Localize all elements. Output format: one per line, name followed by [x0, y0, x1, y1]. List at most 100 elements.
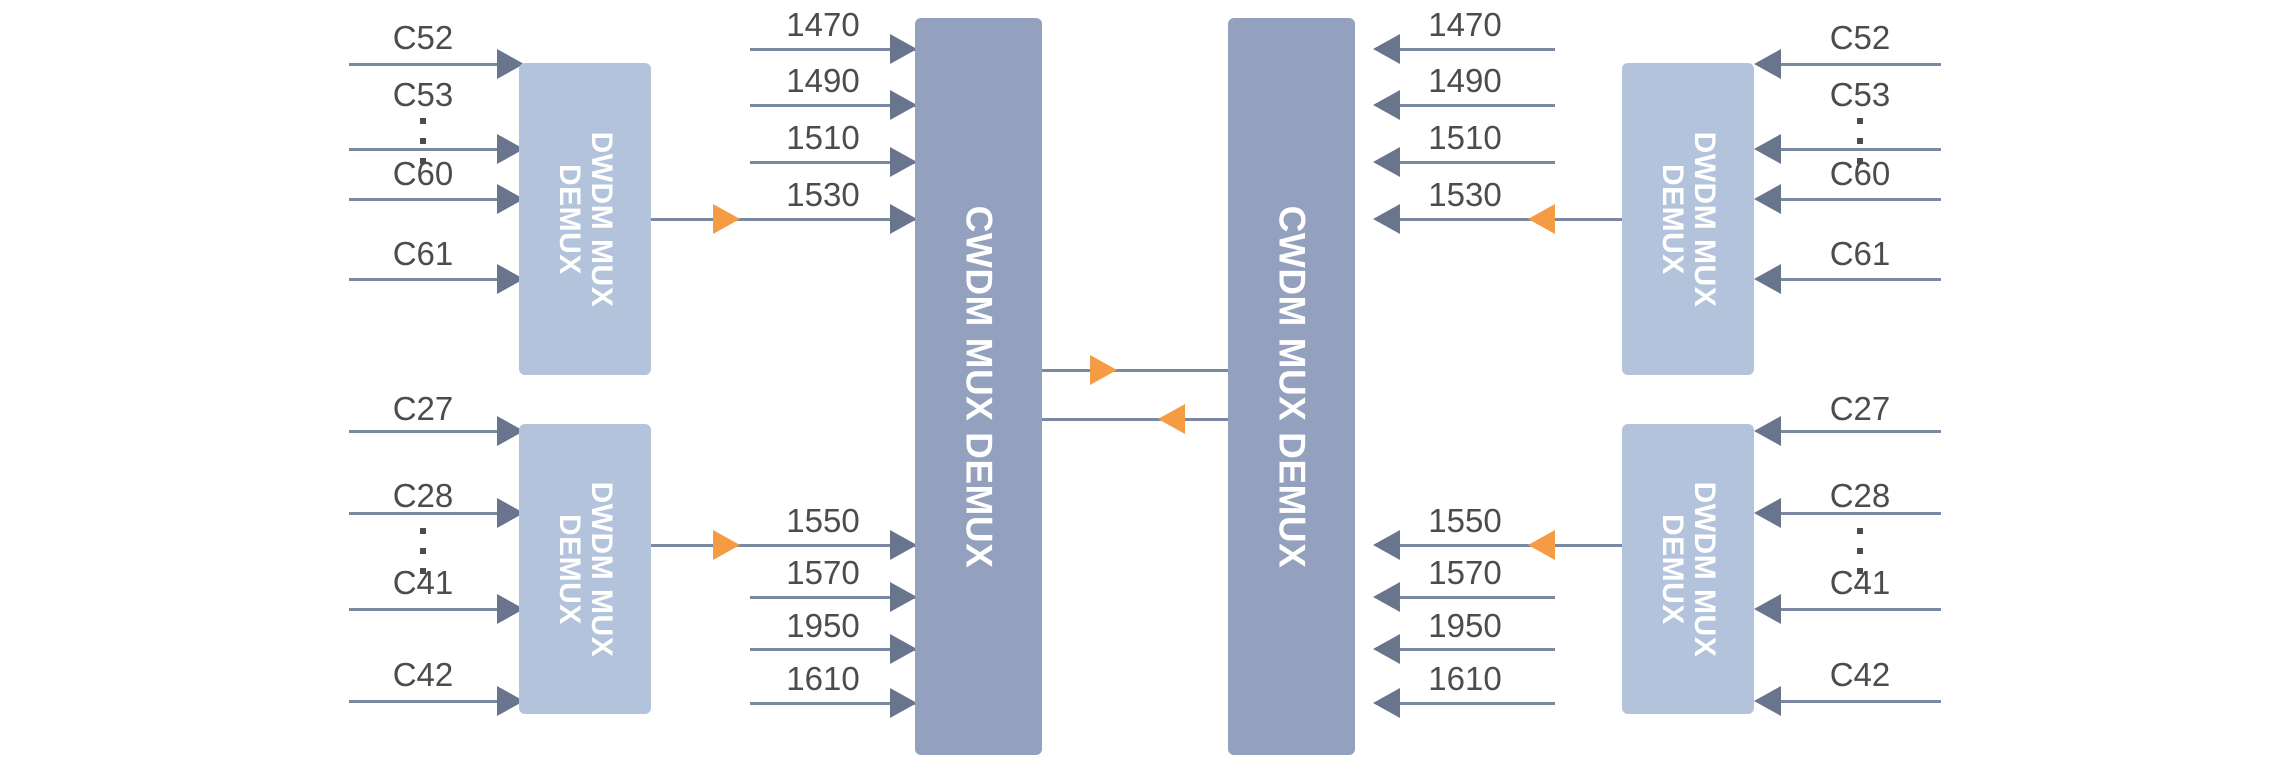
wavelength-arrow-1550-left [890, 530, 917, 560]
node-cwdm-mux-demux-left[interactable]: CWDM MUX DEMUX [915, 18, 1042, 755]
wavelength-label-1570-right: 1570 [1428, 554, 1502, 591]
channel-ellipsis-top-left [420, 118, 426, 164]
wavelength-line-1470-left [750, 48, 915, 51]
wavelength-label-1950-right: 1950 [1428, 607, 1502, 644]
channel-line-c53-left [349, 148, 519, 151]
wavelength-arrow-1570-right [1373, 582, 1400, 612]
channel-line-c42-left [349, 700, 519, 703]
channel-label-c42-right: C42 [1829, 656, 1891, 693]
node-dwdm-mux-demux-top-left[interactable]: DWDM MUX DEMUX [519, 63, 651, 375]
wavelength-label-1570-left: 1570 [786, 554, 860, 591]
wavelength-line-1490-left [750, 104, 915, 107]
node-cwdm-mux-demux-right[interactable]: CWDM MUX DEMUX [1228, 18, 1355, 755]
wavelength-arrow-1610-left [890, 688, 917, 718]
channel-line-c28-right [1781, 512, 1941, 515]
trunk-arrow-orange-1530-left [713, 204, 740, 234]
channel-label-c27-left: C27 [392, 390, 454, 427]
channel-label-c53-left: C53 [392, 76, 454, 113]
channel-arrow-c41-right [1754, 594, 1781, 624]
wavelength-arrow-1530-right [1373, 204, 1400, 234]
wavelength-arrow-1470-right [1373, 34, 1400, 64]
channel-line-c60-left [349, 198, 519, 201]
channel-line-c42-right [1781, 700, 1941, 703]
wavelength-arrow-1950-left [890, 634, 917, 664]
trunk-arrow-orange-1530-right [1528, 204, 1555, 234]
channel-line-c61-left [349, 278, 519, 281]
node-dwdm-bottom-left-label: DWDM MUX DEMUX [553, 481, 619, 657]
trunk-arrow-upper [1090, 355, 1117, 385]
node-dwdm-mux-demux-top-right[interactable]: DWDM MUX DEMUX [1622, 63, 1754, 375]
channel-line-c53-right [1781, 148, 1941, 151]
wavelength-label-1490-right: 1490 [1428, 62, 1502, 99]
wavelength-arrow-1510-left [890, 147, 917, 177]
channel-line-c28-left [349, 512, 519, 515]
wavelength-arrow-1610-right [1373, 688, 1400, 718]
channel-line-c41-right [1781, 608, 1941, 611]
channel-arrow-c42-right [1754, 686, 1781, 716]
trunk-line-upper [1042, 369, 1228, 372]
trunk-arrow-orange-1550-right [1528, 530, 1555, 560]
wavelength-label-1530-left: 1530 [786, 176, 860, 213]
wavelength-line-1950-right [1400, 648, 1555, 651]
channel-label-c53-right: C53 [1829, 76, 1891, 113]
channel-label-c28-left: C28 [392, 477, 454, 514]
wavelength-label-1510-right: 1510 [1428, 119, 1502, 156]
channel-ellipsis-bottom-right [1857, 528, 1863, 574]
channel-line-c52-right [1781, 63, 1941, 66]
channel-arrow-c28-right [1754, 498, 1781, 528]
wavelength-line-1610-right [1400, 702, 1555, 705]
wavelength-arrow-1530-left [890, 204, 917, 234]
wavelength-label-1610-right: 1610 [1428, 660, 1502, 697]
wavelength-label-1470-right: 1470 [1428, 6, 1502, 43]
wavelength-arrow-1950-right [1373, 634, 1400, 664]
wavelength-arrow-1510-right [1373, 147, 1400, 177]
channel-line-c61-right [1781, 278, 1941, 281]
wavelength-label-1510-left: 1510 [786, 119, 860, 156]
trunk-line-1530-left [651, 218, 915, 221]
wavelength-arrow-1490-right [1373, 90, 1400, 120]
trunk-arrow-orange-1550-left [713, 530, 740, 560]
channel-arrow-c60-right [1754, 184, 1781, 214]
channel-arrow-c27-right [1754, 416, 1781, 446]
wavelength-label-1470-left: 1470 [786, 6, 860, 43]
wavelength-label-1550-right: 1550 [1428, 502, 1502, 539]
wavelength-label-1490-left: 1490 [786, 62, 860, 99]
channel-label-c52-left: C52 [392, 19, 454, 56]
wavelength-line-1610-left [750, 702, 915, 705]
channel-line-c27-right [1781, 430, 1941, 433]
node-cwdm-left-label: CWDM MUX DEMUX [958, 205, 1000, 568]
channel-arrow-c52-right [1754, 49, 1781, 79]
wavelength-arrow-1470-left [890, 34, 917, 64]
wavelength-label-1610-left: 1610 [786, 660, 860, 697]
trunk-arrow-lower [1158, 404, 1185, 434]
trunk-line-lower [1042, 418, 1228, 421]
channel-arrow-c61-right [1754, 264, 1781, 294]
channel-label-c28-right: C28 [1829, 477, 1891, 514]
wavelength-arrow-1570-left [890, 582, 917, 612]
channel-line-c27-left [349, 430, 519, 433]
channel-line-c60-right [1781, 198, 1941, 201]
wavelength-line-1490-right [1400, 104, 1555, 107]
channel-line-c41-left [349, 608, 519, 611]
channel-label-c41-left: C41 [392, 564, 454, 601]
wavelength-line-1470-right [1400, 48, 1555, 51]
wavelength-line-1950-left [750, 648, 915, 651]
trunk-line-1530-right [1400, 218, 1622, 221]
node-dwdm-mux-demux-bottom-right[interactable]: DWDM MUX DEMUX [1622, 424, 1754, 714]
channel-ellipsis-top-right [1857, 118, 1863, 164]
node-dwdm-bottom-right-label: DWDM MUX DEMUX [1656, 481, 1722, 657]
wavelength-line-1570-left [750, 596, 915, 599]
wavelength-line-1510-left [750, 161, 915, 164]
trunk-line-1550-left [651, 544, 915, 547]
wavelength-arrow-1490-left [890, 90, 917, 120]
channel-label-c27-right: C27 [1829, 390, 1891, 427]
channel-ellipsis-bottom-left [420, 528, 426, 574]
channel-label-c42-left: C42 [392, 656, 454, 693]
node-dwdm-mux-demux-bottom-left[interactable]: DWDM MUX DEMUX [519, 424, 651, 714]
channel-label-c52-right: C52 [1829, 19, 1891, 56]
node-dwdm-top-left-label: DWDM MUX DEMUX [553, 131, 619, 307]
node-dwdm-top-right-label: DWDM MUX DEMUX [1656, 131, 1722, 307]
channel-label-c61-right: C61 [1829, 235, 1891, 272]
wavelength-arrow-1550-right [1373, 530, 1400, 560]
